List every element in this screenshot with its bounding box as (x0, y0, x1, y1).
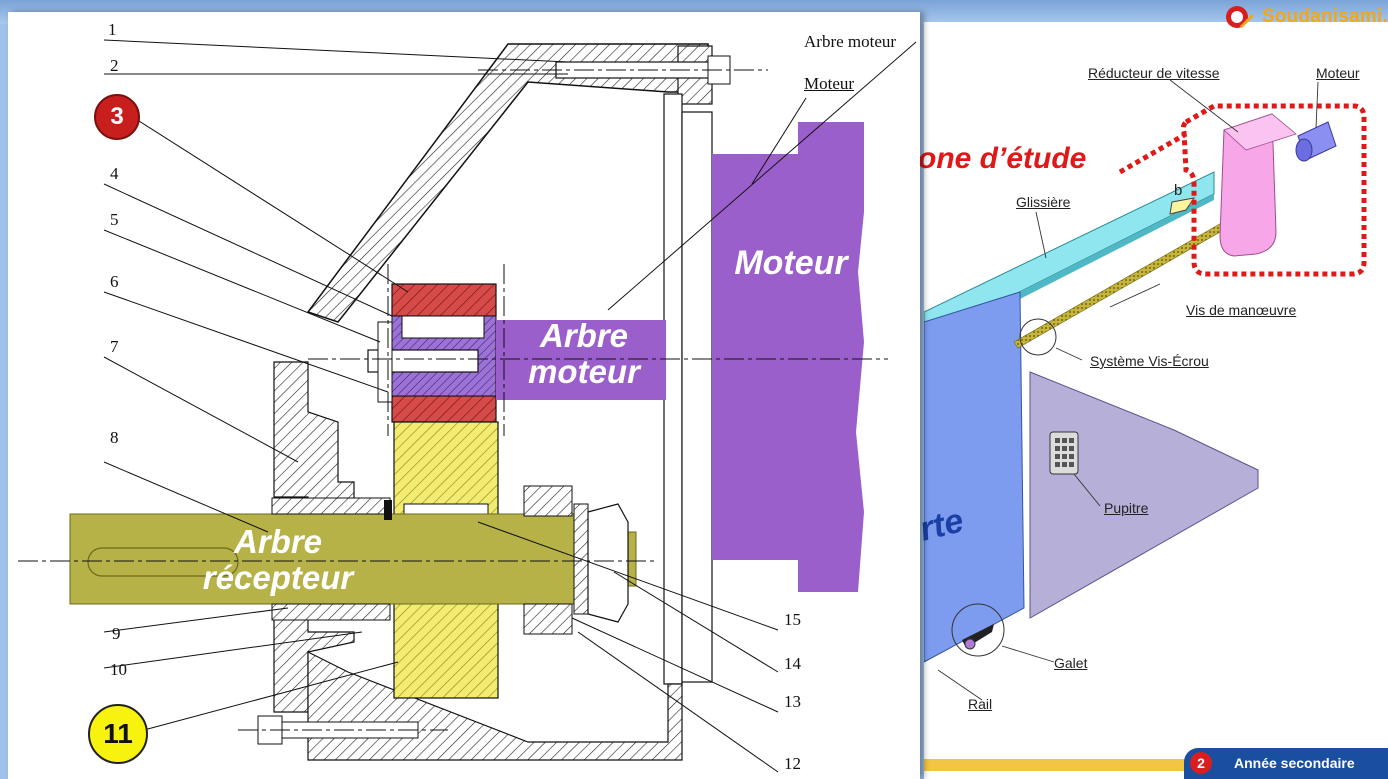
part-label-9: 9 (112, 624, 121, 643)
label-galet: Galet (1054, 655, 1088, 671)
overlay-arbre-recepteur-line2: récepteur (202, 559, 354, 596)
part-label-10: 10 (110, 660, 127, 679)
overlay-arbre-recepteur-line1: Arbre (233, 523, 323, 560)
technical-drawing-panel: 1 2 4 5 6 7 8 9 10 12 13 14 15 Arbre mot… (8, 12, 920, 779)
site-logo-icon (1226, 6, 1254, 28)
label-reducteur: Réducteur de vitesse (1088, 65, 1220, 81)
part-label-2: 2 (110, 56, 119, 75)
footer-stripe (924, 759, 1194, 771)
label-systeme: Système Vis-Écrou (1090, 353, 1209, 369)
label-rail: Rail (968, 696, 993, 712)
gear-reducer-drawing (18, 39, 917, 773)
highlight-part-11: 11 (88, 704, 148, 764)
overlay-arbre-moteur-line1: Arbre (539, 317, 629, 354)
label-arbre-moteur: Arbre moteur (804, 32, 897, 51)
door-schematic (924, 79, 1367, 701)
label-moteur-schematic: Moteur (1316, 65, 1360, 81)
part-label-1: 1 (108, 20, 117, 39)
overlay-arbre-recepteur: Arbre récepteur (188, 524, 368, 596)
part-label-12: 12 (784, 754, 801, 773)
part-label-15: 15 (784, 610, 801, 629)
part-label-7: 7 (110, 337, 119, 356)
level-badge: 2 Année secondaire (1184, 748, 1388, 779)
part-label-13: 13 (784, 692, 801, 711)
zone-etude-label: one d’étude (918, 142, 1087, 175)
level-number: 2 (1190, 752, 1212, 774)
overlay-arbre-moteur-line2: moteur (528, 353, 640, 390)
overlay-moteur: Moteur (734, 244, 848, 282)
part-label-8: 8 (110, 428, 119, 447)
part-label-6: 6 (110, 272, 119, 291)
overlay-arbre-moteur: Arbre moteur (514, 318, 654, 390)
label-b: b (1174, 182, 1183, 199)
level-text: Année secondaire (1234, 755, 1355, 771)
label-glissiere: Glissière (1016, 194, 1071, 210)
schematic-slide: Réducteur de vitesse Moteur Glissière b … (916, 22, 1388, 779)
part-label-5: 5 (110, 210, 119, 229)
label-pupitre: Pupitre (1104, 500, 1149, 516)
label-moteur-drawing: Moteur (804, 74, 855, 93)
part-label-14: 14 (784, 654, 801, 673)
site-logo[interactable]: Soudanisami.tn (1262, 6, 1388, 27)
part-label-4: 4 (110, 164, 119, 183)
highlight-part-3: 3 (94, 94, 140, 140)
label-vis: Vis de manœuvre (1186, 302, 1297, 318)
